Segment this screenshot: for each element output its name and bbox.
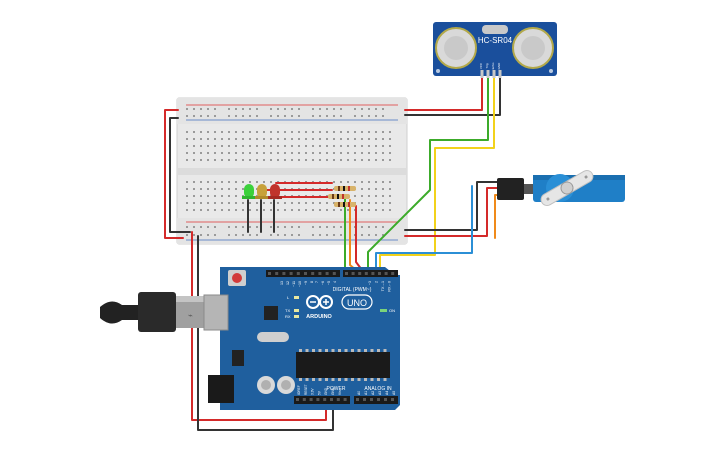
arduino-uno-board[interactable]: ARDUINO UNO DIGITAL (PWM~) POWER ANALOG … — [203, 267, 400, 410]
reset-button[interactable] — [228, 270, 246, 286]
digital-pin-label: RX←0 — [388, 281, 392, 292]
analog-pin-label: A5 — [392, 391, 396, 395]
wire-black-gnd — [197, 235, 334, 431]
digital-pin-label: ~10 — [298, 281, 302, 287]
power-pin-label: RESET — [304, 384, 308, 395]
wire-black-rail-left — [169, 117, 191, 233]
transducer-right-icon — [512, 27, 554, 69]
digital-pin-label: ~6 — [321, 281, 325, 285]
digital-pin-label: 2 — [375, 281, 379, 283]
servo-horn-icon — [540, 170, 594, 206]
wire-blue-servo — [375, 185, 473, 271]
sensor-pin-label: GND — [497, 62, 501, 70]
breadboard-holes — [186, 108, 391, 236]
digital-pin-label: ~5 — [327, 281, 331, 285]
sensor-pin-echo — [492, 70, 496, 78]
analog-pin-label: A1 — [364, 391, 368, 395]
analog-header — [354, 396, 398, 404]
wire-yellow-echo — [379, 75, 495, 271]
analog-pin-label: A3 — [378, 391, 382, 395]
resistor-1 — [334, 186, 356, 191]
resistors[interactable] — [328, 186, 356, 207]
sensor-pin-gnd — [498, 70, 502, 78]
power-pin-label: GND — [324, 387, 328, 395]
wire-black-sensor-gnd — [404, 75, 501, 116]
digital-pin-label: 4 — [333, 281, 337, 283]
analog-pin-label: A0 — [357, 391, 361, 395]
wire-red-rail-left — [164, 109, 184, 239]
sensor-pin-label: Echo — [491, 62, 495, 69]
breadboard[interactable] — [176, 97, 408, 245]
power-pin-label: IOREF — [297, 385, 301, 395]
digital-header-label: DIGITAL (PWM~) — [333, 287, 372, 293]
digital-pin-label: TX→1 — [381, 281, 385, 291]
led-green — [242, 184, 256, 199]
transducer-left-icon — [435, 27, 477, 69]
digital-pin-label: 13 — [280, 281, 284, 285]
wire-orange-servo-top — [494, 194, 501, 239]
resistor-2 — [328, 194, 350, 199]
arduino-brand-label: ARDUINO — [306, 314, 332, 320]
resistor-3 — [334, 202, 356, 207]
wire-black-servo — [404, 181, 501, 231]
digital-header-low — [343, 270, 398, 277]
analog-pin-label: A2 — [371, 391, 375, 395]
power-pin-label: Vin — [338, 390, 342, 395]
power-header-label: POWER — [327, 386, 346, 392]
led-red — [268, 184, 282, 199]
sensor-model-label: HC-SR04 — [478, 36, 513, 45]
digital-pin-label: 8 — [310, 281, 314, 283]
led-yellow — [255, 184, 269, 199]
analog-header-label: ANALOG IN — [364, 386, 392, 392]
power-header — [294, 396, 350, 404]
digital-pin-label: ~9 — [304, 281, 308, 285]
onboard-leds: L TX RX ON — [285, 295, 395, 319]
digital-pin-label: 7 — [315, 281, 319, 283]
wire-green-trig — [367, 75, 489, 271]
wire-red-servo — [404, 187, 501, 237]
power-pin-label: GND — [331, 387, 335, 395]
sensor-pin-vcc — [480, 70, 484, 78]
sensor-pin-trig — [486, 70, 490, 78]
sensor-pin-label: VCC — [479, 62, 483, 69]
power-pin-label: 5V — [317, 390, 321, 395]
leds[interactable] — [242, 184, 282, 199]
led-label-tx: TX — [285, 308, 290, 313]
usb-icon: ⌁ — [188, 311, 193, 320]
digital-pin-label: ~11 — [292, 281, 296, 287]
digital-pin-label: ~3 — [368, 281, 372, 285]
sensor-pin-label: Trig — [485, 63, 489, 68]
power-jack — [208, 375, 234, 403]
led-label-on: ON — [389, 308, 395, 313]
analog-pin-label: A4 — [385, 391, 389, 395]
digital-header-high — [266, 270, 340, 277]
arduino-model-label: UNO — [347, 298, 367, 308]
digital-pin-label: 12 — [286, 281, 290, 285]
atmega-chip — [296, 352, 390, 378]
usb-cable: ⌁ — [100, 292, 224, 332]
arduino-logo-icon — [306, 295, 333, 309]
power-pin-label: 3.3V — [311, 388, 315, 395]
usb-port — [203, 294, 229, 331]
servo-motor[interactable] — [497, 168, 625, 207]
led-label-rx: RX — [285, 314, 291, 319]
wire-red-sensor-vcc — [404, 75, 483, 111]
led-label-l: L — [287, 295, 290, 300]
